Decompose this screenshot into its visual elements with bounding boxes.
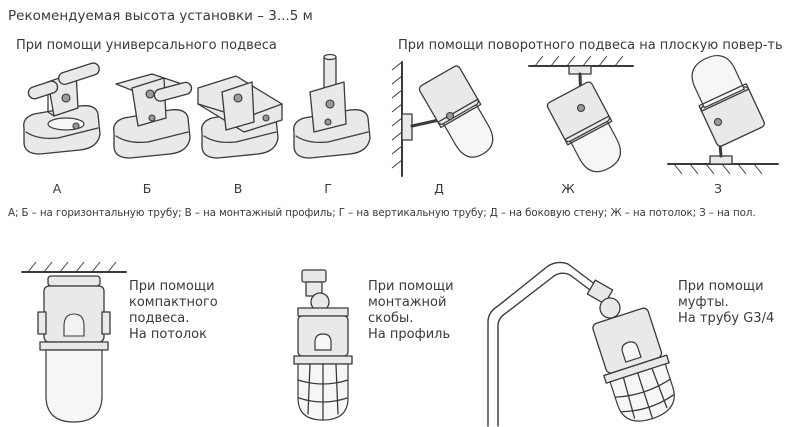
section-swivel-title: При помощи поворотного подвеса на плоску… bbox=[398, 38, 783, 53]
figure-letter-z: З bbox=[713, 181, 722, 196]
mount-figure-d bbox=[391, 61, 494, 177]
mount-figure-bracket bbox=[293, 269, 353, 421]
section-universal-title: При помощи универсального подвеса bbox=[16, 38, 277, 53]
mount-coupling-text: При помощи муфты. На трубу G3/4 bbox=[678, 279, 775, 326]
mount-figure-z bbox=[667, 55, 779, 175]
figure-letter-d: Д bbox=[434, 181, 444, 196]
mount-figure-compact bbox=[21, 261, 127, 423]
page-title: Рекомендуемая высота установки – 3...5 м bbox=[8, 8, 313, 24]
figure-letter-a: А bbox=[52, 181, 62, 196]
figure-letter-zh: Ж bbox=[561, 181, 575, 196]
mount-compact-text: При помощи компактного подвеса. На потол… bbox=[129, 279, 218, 342]
mount-figure-b bbox=[113, 73, 193, 159]
figure-letter-g: Г bbox=[324, 181, 332, 196]
mount-figure-a bbox=[23, 62, 101, 155]
mount-figure-g bbox=[293, 53, 371, 159]
mount-bracket-text: При помощи монтажной скобы. На профиль bbox=[368, 279, 454, 342]
mount-figure-zh bbox=[528, 55, 634, 173]
figure-caption: А; Б – на горизонтальную трубу; В – на м… bbox=[8, 207, 756, 219]
mount-figure-v bbox=[197, 75, 283, 159]
mount-figure-coupling bbox=[487, 261, 675, 427]
figure-letter-b: Б bbox=[142, 181, 152, 196]
figure-letter-v: В bbox=[233, 181, 243, 196]
